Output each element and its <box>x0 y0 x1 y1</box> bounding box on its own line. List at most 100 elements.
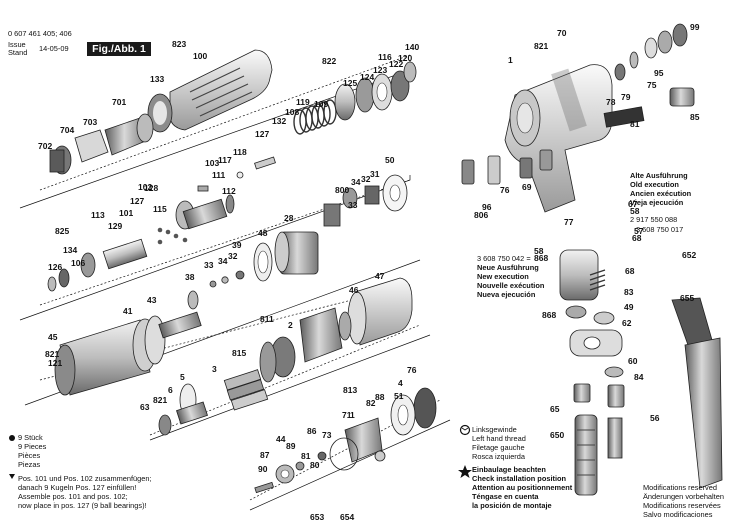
old-execution-de: Alte Ausführung <box>630 171 688 180</box>
assembly-note-line1: Pos. 101 und Pos. 102 zusammenfügen; <box>18 474 152 483</box>
callout-label: 821 <box>534 41 548 51</box>
callout-label: 129 <box>108 221 122 231</box>
suspension-handle-part <box>671 297 723 489</box>
old-execution-es: Vieja ejecución <box>630 198 684 207</box>
callout-label: 49 <box>624 302 634 312</box>
callout-label: 4 <box>398 378 403 388</box>
legend-symbols <box>9 424 472 479</box>
callout-label: 650 <box>550 430 564 440</box>
callout-label: 99 <box>690 22 700 32</box>
callout-label: 655 <box>680 293 694 303</box>
callout-label: 85 <box>690 112 700 122</box>
callout-label: 84 <box>634 372 644 382</box>
cylinder-housing-parts <box>209 174 408 288</box>
callout-label: 111 <box>212 170 226 180</box>
callout-label: 800 <box>335 185 349 195</box>
callout-label: 6 <box>168 385 173 395</box>
callout-label: 806 <box>474 210 488 220</box>
callout-label: 127 <box>255 129 269 139</box>
callout-label: 704 <box>60 125 74 135</box>
callout-label: 106 <box>71 258 85 268</box>
left-thread-fr: Filetage gauche <box>472 443 525 452</box>
left-thread-es: Rosca izquierda <box>472 452 525 461</box>
callout-label: 701 <box>112 97 126 107</box>
count-note-fr: Pièces <box>18 451 41 460</box>
callout-label: 34 <box>351 177 361 187</box>
callout-label: 68 <box>625 266 635 276</box>
callout-label: 48 <box>258 228 268 238</box>
callout-label: 51 <box>394 391 404 401</box>
callout-label: 112 <box>222 186 236 196</box>
callout-label: 96 <box>482 202 492 212</box>
callout-label: 103 <box>205 158 219 168</box>
count-note-es: Piezas <box>18 460 41 469</box>
check-position-fr: Attention au positionnement <box>472 483 573 492</box>
callout-label: 115 <box>153 204 167 214</box>
callout-label: 86 <box>307 426 317 436</box>
assembly-note-line3: Assemble pos. 101 and pos. 102; <box>18 492 128 501</box>
callout-label: 127 <box>130 196 144 206</box>
callout-label: 118 <box>233 147 247 157</box>
callout-label: 44 <box>276 434 286 444</box>
callout-label: 47 <box>375 271 385 281</box>
callout-label: 76 <box>407 365 417 375</box>
new-execution-fr: Nouvelle exécution <box>477 281 545 290</box>
callout-label: 88 <box>375 392 385 402</box>
bracket-row5 <box>249 419 451 511</box>
rotor-blades <box>223 369 269 411</box>
old-part-order-number: 2 917 550 088 <box>630 215 678 224</box>
callout-label: 73 <box>322 430 332 440</box>
callout-label: 133 <box>150 74 164 84</box>
callout-label: 132 <box>272 116 286 126</box>
callout-label: 57 <box>634 226 644 236</box>
callout-label: 78 <box>606 97 616 107</box>
callout-label: 821 <box>45 349 59 359</box>
check-position-es: Téngase en cuenta <box>472 492 539 501</box>
bracket-row4 <box>149 334 431 441</box>
callout-label: 113 <box>91 210 105 220</box>
assembly-note-line4: now place in pos. 127 (9 ball bearings)! <box>18 501 147 510</box>
callout-label: 813 <box>343 385 357 395</box>
bracket-row2 <box>19 175 411 321</box>
callout-label: 31 <box>370 169 380 179</box>
modifications-fr: Modifications reservées <box>643 501 721 510</box>
callout-label: 76 <box>500 185 510 195</box>
callout-label: 63 <box>140 402 150 412</box>
motor-housing-parts <box>54 290 202 396</box>
callout-label: 34 <box>218 256 228 266</box>
figure-badge: Fig./Abb. 1 <box>87 42 151 56</box>
axis-line-row1 <box>39 54 411 191</box>
callout-label: 87 <box>260 450 270 460</box>
callout-label: 75 <box>647 80 657 90</box>
callout-label: 81 <box>630 119 640 129</box>
callout-label: 703 <box>83 117 97 127</box>
handle-sleeve-part <box>147 49 273 133</box>
callout-label: 125 <box>343 78 357 88</box>
callout-label: 65 <box>550 404 560 414</box>
callout-label: 50 <box>385 155 395 165</box>
callout-label: 95 <box>654 68 664 78</box>
callout-label: 69 <box>522 182 532 192</box>
quick-coupler-part <box>669 87 695 107</box>
callout-label: 823 <box>172 39 186 49</box>
callout-label: 119 <box>296 97 310 107</box>
callout-label: 868 <box>542 310 556 320</box>
callout-label: 102 <box>138 182 152 192</box>
callout-label: 82 <box>366 398 376 408</box>
issue-date: 14-05-09 <box>39 44 69 53</box>
callout-label: 108 <box>285 107 299 117</box>
callout-label: 1 <box>350 410 355 420</box>
old-part-number-label: 58 <box>630 206 640 216</box>
callout-label: 70 <box>557 28 567 38</box>
callout-label: 79 <box>621 92 631 102</box>
callout-label: 62 <box>622 318 632 328</box>
modifications-de: Änderungen vorbehalten <box>643 492 724 501</box>
valve-parts-top-right <box>614 23 695 107</box>
count-note-de: 9 Stück <box>18 433 43 442</box>
callout-label: 134 <box>63 245 77 255</box>
callout-label: 100 <box>193 51 207 61</box>
callout-label: 126 <box>48 262 62 272</box>
